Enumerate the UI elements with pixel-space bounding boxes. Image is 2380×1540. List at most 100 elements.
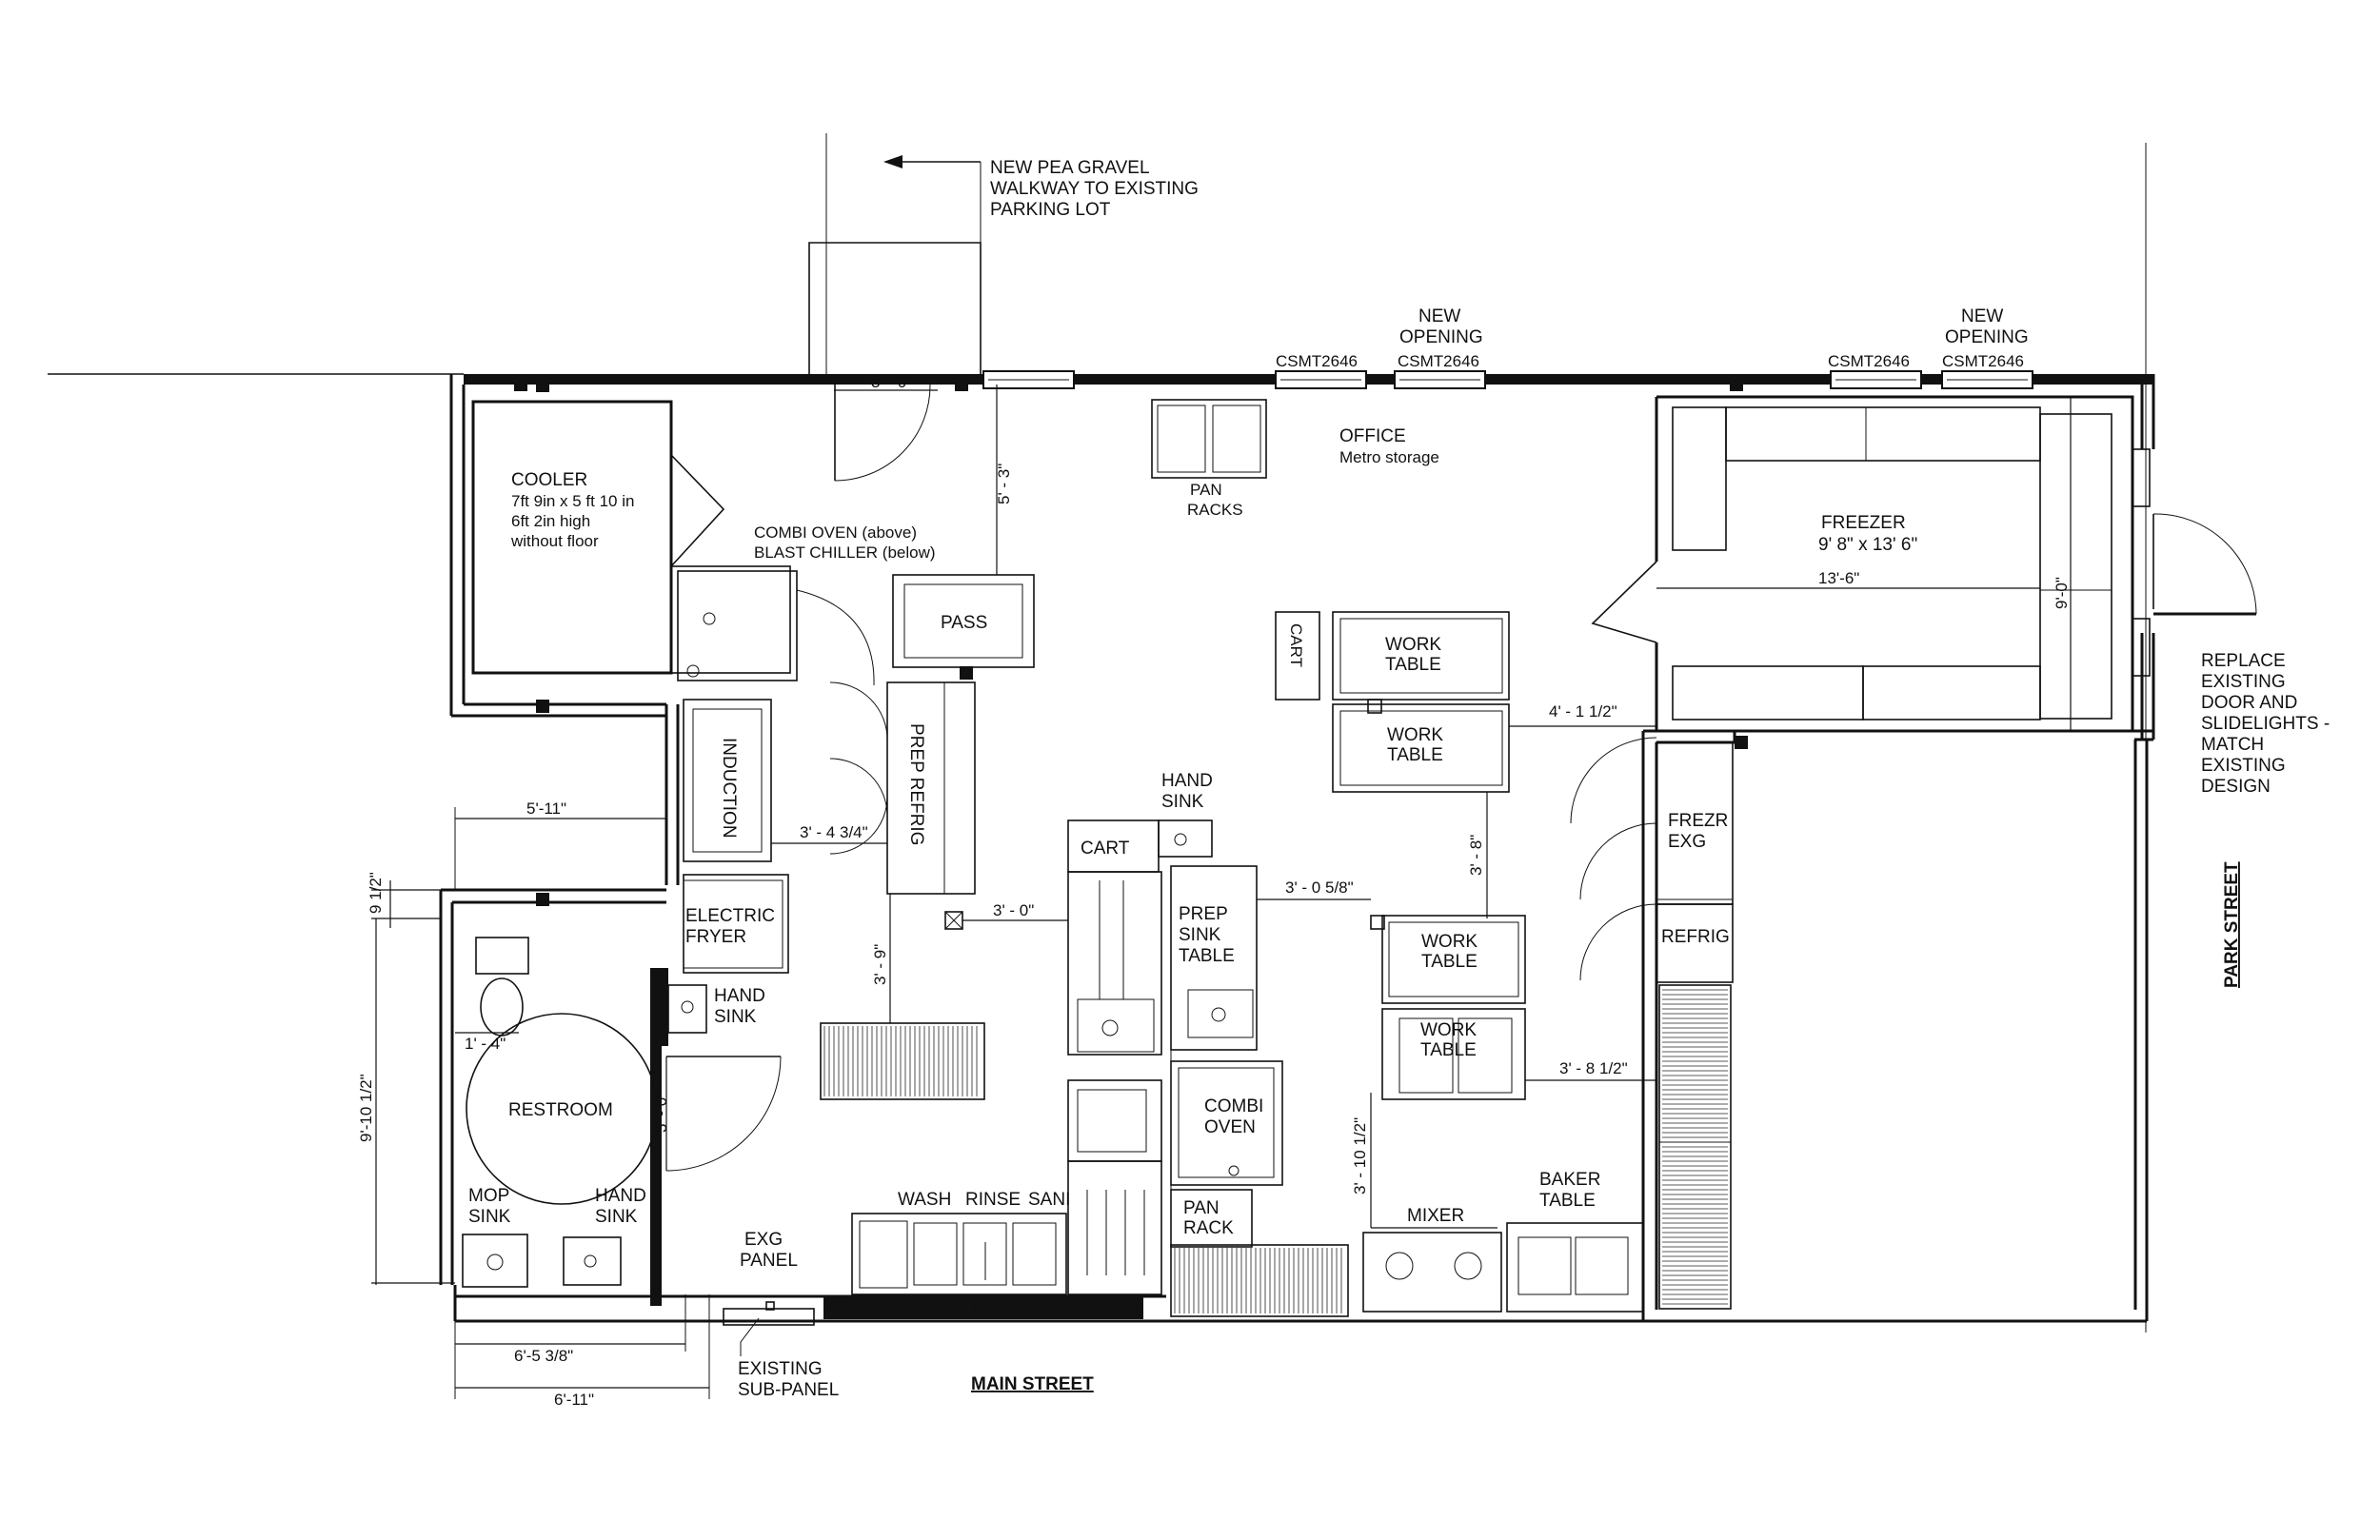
exg-panel-line-2: PANEL — [740, 1251, 798, 1271]
work-table-2-line-2: TABLE — [1387, 745, 1443, 765]
pan-rack-line-2: RACK — [1183, 1218, 1234, 1238]
cooler: COOLER 7ft 9in x 5 ft 10 in 6ft 2in high… — [471, 379, 791, 713]
walkway-note-line-2: WALKWAY TO EXISTING — [990, 179, 1199, 199]
door-note-5: MATCH — [2201, 735, 2264, 755]
window-4-label: CSMT2646 — [1942, 352, 2024, 370]
work-table-1-line-1: WORK — [1385, 635, 1441, 655]
dim-5-11: 5'-11" — [526, 800, 566, 818]
office: OFFICE Metro storage — [1339, 426, 1439, 466]
prep-sink-line-2: SINK — [1179, 925, 1221, 945]
door-note-1: REPLACE — [2201, 651, 2286, 671]
dim-5-3: 5' - 3" — [995, 464, 1013, 504]
electric-fryer: ELECTRIC FRYER — [683, 874, 789, 974]
cooler-label-3: 6ft 2in high — [511, 512, 590, 530]
dim-1-4: 1' - 4" — [465, 1035, 506, 1053]
cook-line-column — [1067, 866, 1172, 1313]
exg-panel: EXG PANEL — [723, 1230, 815, 1326]
hand-sink-rr-line-1: HAND — [595, 1186, 646, 1206]
cooler-label-1: COOLER — [511, 470, 587, 490]
mop-sink-line-2: SINK — [468, 1207, 511, 1227]
three-comp-sink: WASH RINSE SANI — [851, 1190, 1070, 1315]
restroom: 3' - 0" RESTROOM 1' - 4" MOP SINK HAND S… — [455, 893, 782, 1306]
blast-chiller-label: BLAST CHILLER (below) — [754, 543, 936, 562]
mixer: MIXER — [1362, 1206, 1502, 1313]
left-dimensions: 5'-11" 9 1/2" 9'-10 1/2" 6'-5 3/8" 6'-11… — [357, 800, 839, 1409]
prep-sink-line-1: PREP — [1179, 904, 1228, 924]
prep-sink-line-3: TABLE — [1179, 946, 1235, 966]
door-note-6: EXISTING — [2201, 756, 2286, 776]
dim-3-8: 3' - 8" — [1467, 835, 1485, 876]
dim-3-9: 3' - 9" — [871, 944, 889, 985]
wash-label: WASH — [898, 1190, 951, 1210]
electric-fryer-line-2: FRYER — [685, 927, 746, 947]
floor-mat-2 — [1170, 1244, 1349, 1317]
combi-oven: COMBI OVEN — [1170, 1060, 1283, 1186]
work-table-3-line-1: WORK — [1421, 932, 1478, 952]
floor-mat — [820, 1022, 985, 1100]
main-street-label: MAIN STREET — [971, 1374, 1094, 1394]
window-1-label: CSMT2646 — [1276, 352, 1358, 370]
right-column: FREZR EXG REFRIG — [1570, 731, 1734, 1321]
door-note-2: EXISTING — [2201, 672, 2286, 692]
induction: INDUCTION — [683, 699, 772, 862]
sub-panel-line-2: SUB-PANEL — [738, 1380, 839, 1400]
office-label-1: OFFICE — [1339, 426, 1406, 446]
work-table-4-line-1: WORK — [1420, 1020, 1477, 1040]
mixer-label: MIXER — [1407, 1206, 1464, 1226]
work-table-3-line-2: TABLE — [1421, 952, 1478, 972]
prep-refrig-label: PREP REFRIG — [906, 723, 926, 845]
walkway-note-line-3: PARKING LOT — [990, 200, 1111, 220]
frezr-exg-line-1: FREZR — [1668, 811, 1728, 831]
middle-floor-drain: 3' - 0" 3' - 9" — [871, 894, 1068, 1023]
combi-above-label: COMBI OVEN (above) — [754, 523, 917, 542]
baker-table: BAKER TABLE — [1506, 1170, 1644, 1313]
dim-9-half: 9 1/2" — [367, 872, 385, 914]
cart-mid-label: CART — [1081, 839, 1130, 859]
lower-work-tables: WORK TABLE WORK TABLE 3' - 8 1/2" 3' - 1… — [1351, 915, 1656, 1228]
electric-fryer-line-1: ELECTRIC — [685, 906, 775, 926]
sub-panel-line-1: EXISTING — [738, 1359, 823, 1379]
dim-9-0: 9'-0" — [2053, 577, 2071, 609]
dim-3-0-5-8: 3' - 0 5/8" — [1285, 879, 1354, 897]
cooler-label-4: without floor — [510, 532, 599, 550]
combi-blast-chiller: COMBI OVEN (above) BLAST CHILLER (below) — [677, 523, 936, 686]
exg-panel-line-1: EXG — [744, 1230, 783, 1250]
walkway-note: NEW PEA GRAVEL WALKWAY TO EXISTING PARKI… — [883, 155, 1199, 220]
window-2-head-2: OPENING — [1399, 327, 1483, 347]
right-exterior-door: REPLACE EXISTING DOOR AND SLIDELIGHTS - … — [2132, 448, 2330, 797]
freezer: FREEZER 9' 8" x 13' 6" 13'-6" 9'-0" — [1591, 395, 2153, 749]
dim-3-8-half: 3' - 8 1/2" — [1559, 1059, 1628, 1077]
windows: CSMT2646 NEW OPENING CSMT2646 CSMT2646 N… — [982, 306, 2033, 389]
pan-rack-line-1: PAN — [1183, 1198, 1220, 1218]
cart-mid: CART — [1067, 819, 1160, 873]
baker-table-line-1: BAKER — [1539, 1170, 1600, 1190]
hand-sink-left-line-1: HAND — [714, 986, 765, 1006]
window-4-head-2: OPENING — [1945, 327, 2029, 347]
mop-sink-line-1: MOP — [468, 1186, 509, 1206]
top-entry: 3' - 0" — [514, 373, 1743, 482]
door-note-7: DESIGN — [2201, 777, 2271, 797]
dim-3-4-3-4: 3' - 4 3/4" — [800, 823, 868, 841]
window-4-head-1: NEW — [1961, 306, 2003, 326]
cooler-label-2: 7ft 9in x 5 ft 10 in — [511, 492, 634, 510]
baker-table-line-2: TABLE — [1539, 1191, 1596, 1211]
pass-label: PASS — [941, 613, 987, 633]
upper-work-tables: CART WORK TABLE WORK TABLE 4' - 1 1/2" 3… — [1275, 611, 1656, 918]
site-lines — [48, 133, 2147, 1333]
park-street-label: PARK STREET — [2222, 861, 2242, 988]
hand-sink-mid-line-2: SINK — [1161, 792, 1204, 812]
work-table-2-line-1: WORK — [1387, 725, 1443, 745]
office-label-2: Metro storage — [1339, 448, 1439, 466]
combi-oven-line-2: OVEN — [1204, 1117, 1256, 1137]
freezer-label-2: 9' 8" x 13' 6" — [1818, 535, 1917, 555]
work-table-4-line-2: TABLE — [1420, 1040, 1477, 1060]
refrig-label: REFRIG — [1661, 927, 1730, 947]
dim-13-6: 13'-6" — [1818, 569, 1859, 587]
dim-4-1-half: 4' - 1 1/2" — [1549, 702, 1617, 721]
hand-sink-left-line-2: SINK — [714, 1007, 757, 1027]
work-table-1-line-2: TABLE — [1385, 655, 1441, 675]
prep-sink-table: PREP SINK TABLE 3' - 0 5/8" — [1170, 865, 1371, 1051]
hand-sink-left: HAND SINK — [657, 968, 765, 1046]
freezer-label-1: FREEZER — [1821, 513, 1906, 533]
